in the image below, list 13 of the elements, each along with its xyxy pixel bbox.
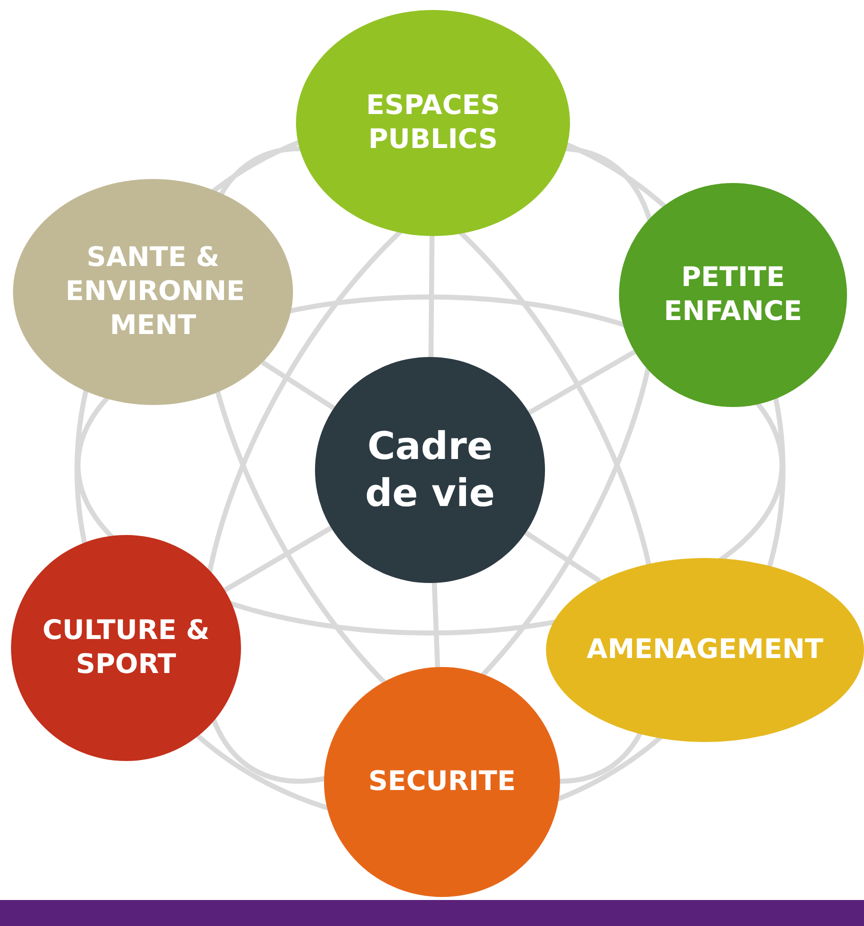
connector-line [432, 582, 440, 668]
connector-line [428, 236, 435, 358]
topic-label: Cadre de vie [364, 422, 496, 517]
topic-label: CULTURE & SPORT [42, 614, 210, 682]
topic-label: SANTE & ENVIRONNE MENT [66, 241, 240, 343]
connector-line [524, 530, 602, 584]
connector-line [224, 526, 332, 592]
topic-label: SECURITE [368, 765, 516, 799]
connector-line [528, 350, 636, 415]
topic-label: ESPACES PUBLICS [365, 89, 501, 157]
topic-label: PETITE ENFANCE [662, 261, 804, 329]
connector-line [261, 360, 336, 410]
topic-label: AMENAGEMENT [586, 633, 824, 667]
